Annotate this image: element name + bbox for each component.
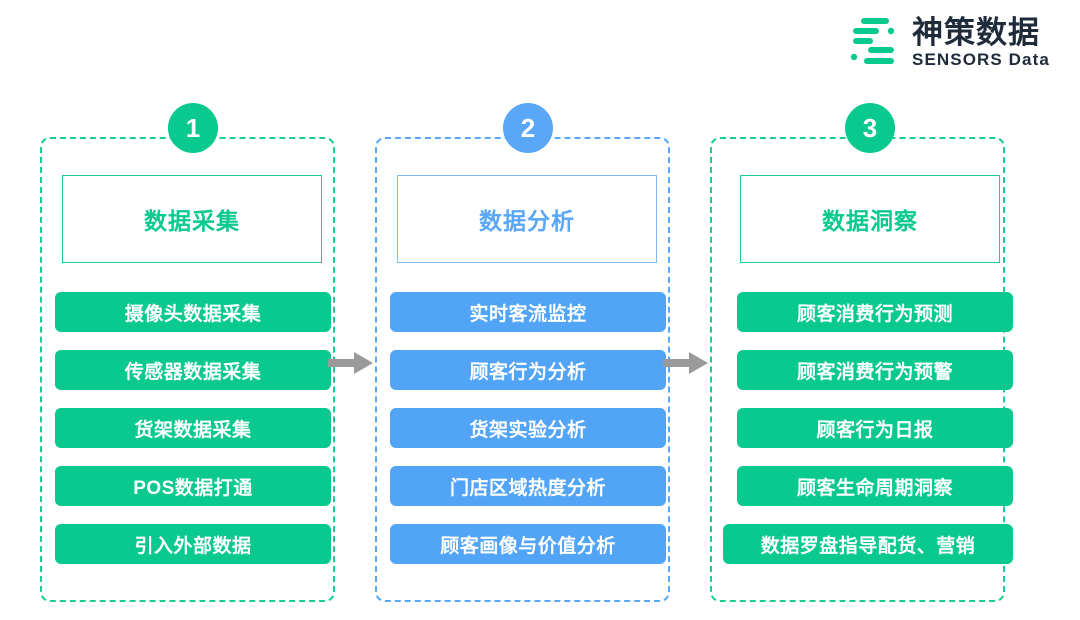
- list-item[interactable]: 顾客画像与价值分析: [390, 524, 666, 564]
- list-item[interactable]: 顾客行为日报: [737, 408, 1013, 448]
- brand-logo: 神策数据 SENSORS Data: [848, 12, 1060, 72]
- brand-name-en: SENSORS Data: [912, 49, 1050, 69]
- sensors-data-logo-mark-icon: [850, 18, 895, 64]
- brand-logo-text: 神策数据 SENSORS Data: [912, 17, 1050, 68]
- list-item[interactable]: 数据罗盘指导配货、营销: [723, 524, 1013, 564]
- stage-title-1: 数据采集: [62, 175, 322, 263]
- stage-title-3: 数据洞察: [740, 175, 1000, 263]
- list-item[interactable]: 顾客消费行为预测: [737, 292, 1013, 332]
- list-item[interactable]: 顾客消费行为预警: [737, 350, 1013, 390]
- list-item[interactable]: POS数据打通: [55, 466, 331, 506]
- list-item[interactable]: 门店区域热度分析: [390, 466, 666, 506]
- stage-badge-3: 3: [845, 103, 895, 153]
- list-item[interactable]: 货架数据采集: [55, 408, 331, 448]
- arrow-right-icon: [663, 352, 708, 374]
- list-item[interactable]: 实时客流监控: [390, 292, 666, 332]
- list-item[interactable]: 顾客生命周期洞察: [737, 466, 1013, 506]
- list-item[interactable]: 摄像头数据采集: [55, 292, 331, 332]
- stage-badge-2: 2: [503, 103, 553, 153]
- brand-name-cn: 神策数据: [912, 14, 1040, 50]
- arrow-right-icon: [328, 352, 373, 374]
- stage-badge-1: 1: [168, 103, 218, 153]
- list-item[interactable]: 顾客行为分析: [390, 350, 666, 390]
- list-item[interactable]: 货架实验分析: [390, 408, 666, 448]
- stage-title-2: 数据分析: [397, 175, 657, 263]
- stage-item-list-3: 顾客消费行为预测 顾客消费行为预警 顾客行为日报 顾客生命周期洞察 数据罗盘指导…: [723, 292, 1013, 564]
- stage-item-list-1: 摄像头数据采集 传感器数据采集 货架数据采集 POS数据打通 引入外部数据: [55, 292, 331, 564]
- list-item[interactable]: 引入外部数据: [55, 524, 331, 564]
- list-item[interactable]: 传感器数据采集: [55, 350, 331, 390]
- stage-item-list-2: 实时客流监控 顾客行为分析 货架实验分析 门店区域热度分析 顾客画像与价值分析: [390, 292, 666, 564]
